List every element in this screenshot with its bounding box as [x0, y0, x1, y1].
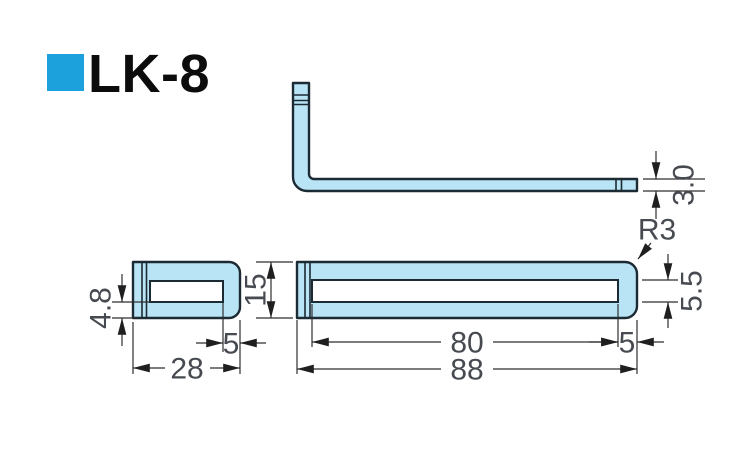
part-number-title: LK-8 — [88, 44, 210, 104]
dim-arm-length: 28 — [132, 322, 240, 386]
dim-bar-width: 15 — [240, 261, 293, 319]
dim-thickness-label: 3.0 — [668, 164, 701, 206]
top-view-bend-lines — [304, 262, 311, 318]
dim-bar-width-label: 15 — [240, 273, 273, 306]
dim-top-end-margin: 5 — [589, 320, 664, 374]
front-view-slot — [149, 280, 224, 303]
dim-overall-length: 88 — [296, 320, 637, 387]
side-view-body — [291, 81, 639, 193]
side-view-bar-lines — [615, 179, 623, 191]
side-view: 3.0 — [291, 81, 705, 219]
dim-flange-width-label: 4.8 — [85, 287, 118, 329]
dim-arm-length-label: 28 — [170, 353, 203, 386]
dim-overall-length-label: 88 — [450, 354, 483, 387]
title-bullet-icon — [47, 54, 84, 91]
side-view-arm-lines — [293, 94, 309, 106]
dim-slot-length-label: 80 — [450, 327, 483, 360]
top-view: R3 5.5 15 80 — [240, 214, 709, 387]
top-view-slot — [311, 279, 619, 303]
dim-front-end-margin: 5 — [196, 303, 266, 374]
title-block: LK-8 — [47, 44, 210, 104]
dim-flange-width: 4.8 — [85, 274, 152, 346]
dim-thickness: 3.0 — [643, 151, 705, 219]
dim-corner-radius-label: R3 — [638, 214, 676, 247]
front-view: 4.8 5 28 — [85, 260, 266, 386]
dim-slot-width-label: 5.5 — [676, 270, 709, 312]
dim-front-end-margin-label: 5 — [223, 328, 240, 361]
front-view-bend-lines — [141, 262, 148, 318]
dim-corner-radius: R3 — [637, 214, 676, 260]
dim-top-end-margin-label: 5 — [619, 327, 636, 360]
dim-slot-width: 5.5 — [642, 254, 709, 328]
